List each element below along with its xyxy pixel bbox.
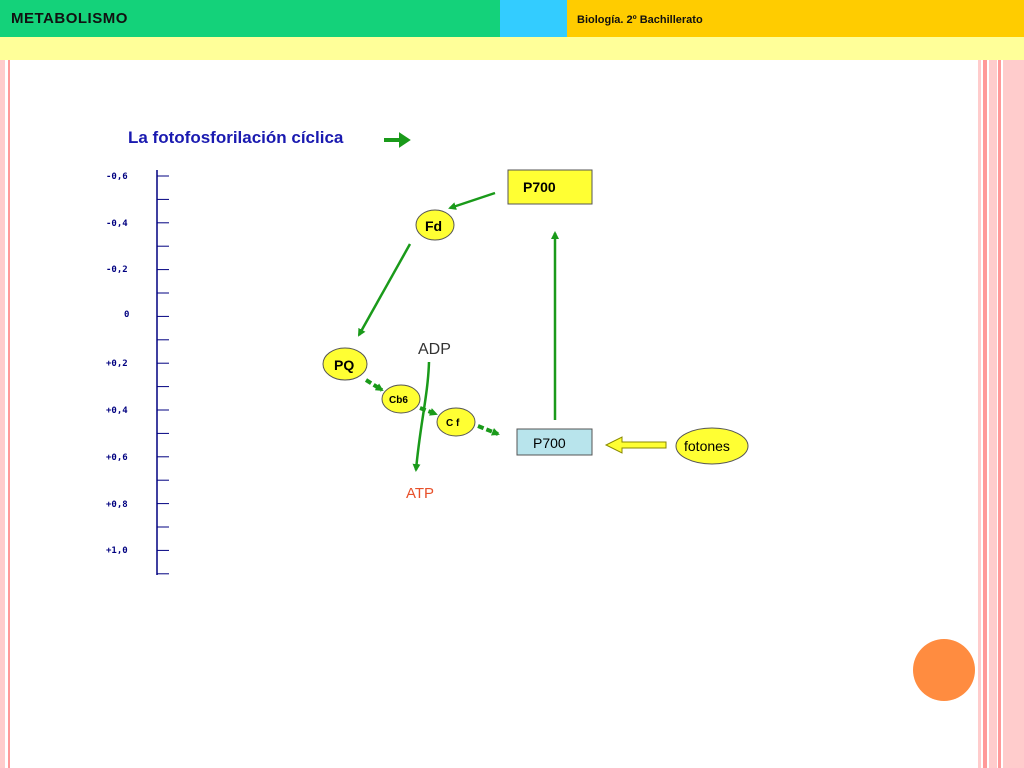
scale-label: -0,2 bbox=[106, 265, 128, 275]
p700-ground-box bbox=[516, 428, 593, 456]
arrow-cb6-to-cf bbox=[419, 406, 438, 416]
decorative-orange-circle bbox=[913, 639, 975, 701]
p700-excited-label: P700 bbox=[523, 179, 556, 195]
slide-header-title: METABOLISMO bbox=[11, 10, 128, 27]
cf-node bbox=[436, 407, 476, 437]
scale-label: +1,0 bbox=[106, 546, 128, 556]
fd-node bbox=[415, 209, 455, 241]
right-border-stripe bbox=[1003, 60, 1024, 768]
scale-label: +0,2 bbox=[106, 359, 128, 369]
diagram-title: La fotofosforilación cíclica bbox=[128, 128, 344, 147]
p700-ground-label: P700 bbox=[533, 435, 566, 451]
scale-label: +0,6 bbox=[106, 453, 128, 463]
scale-label: 0 bbox=[124, 310, 129, 320]
atp-label: ATP bbox=[406, 485, 434, 502]
adp-label: ADP bbox=[418, 341, 451, 358]
arrow-fd-to-pq bbox=[357, 243, 412, 337]
header-bar bbox=[0, 0, 500, 37]
scale-label: -0,6 bbox=[106, 172, 128, 182]
left-border-line bbox=[8, 60, 10, 768]
p700-excited-box bbox=[507, 169, 593, 205]
cb6-label: Cb6 bbox=[389, 395, 408, 406]
left-border-stripe bbox=[0, 60, 5, 768]
header-accent bbox=[500, 0, 567, 37]
fd-label: Fd bbox=[425, 218, 442, 234]
scale-label: -0,4 bbox=[106, 219, 128, 229]
arrow-cf-to-p700 bbox=[477, 424, 500, 436]
cf-label: C f bbox=[446, 418, 460, 429]
redox-potential-scale: -0,6 -0,4 -0,2 0 +0,2 +0,4 +0,6 +0,8 +1,… bbox=[106, 170, 169, 575]
fotones-label: fotones bbox=[684, 438, 730, 454]
right-border-stripe bbox=[989, 60, 997, 768]
fotones-node bbox=[675, 427, 749, 465]
scale-label: +0,4 bbox=[106, 406, 128, 416]
arrow-p700-to-fd bbox=[448, 191, 496, 210]
pq-node bbox=[322, 347, 368, 381]
slide-header-subtitle: Biología. 2º Bachillerato bbox=[577, 14, 703, 26]
arrow-pq-to-cb6 bbox=[364, 378, 384, 392]
right-border-stripe bbox=[978, 60, 981, 768]
title-arrow-icon bbox=[384, 132, 411, 148]
right-border-stripe bbox=[983, 60, 987, 768]
header-band bbox=[0, 37, 1024, 60]
photon-arrow-icon bbox=[604, 436, 667, 454]
right-border-stripe bbox=[998, 60, 1001, 768]
pq-label: PQ bbox=[334, 357, 354, 373]
header-subtitle-bar bbox=[567, 0, 1024, 37]
cb6-node bbox=[381, 384, 421, 414]
arrow-adp-to-atp bbox=[412, 361, 431, 472]
scale-label: +0,8 bbox=[106, 500, 128, 510]
